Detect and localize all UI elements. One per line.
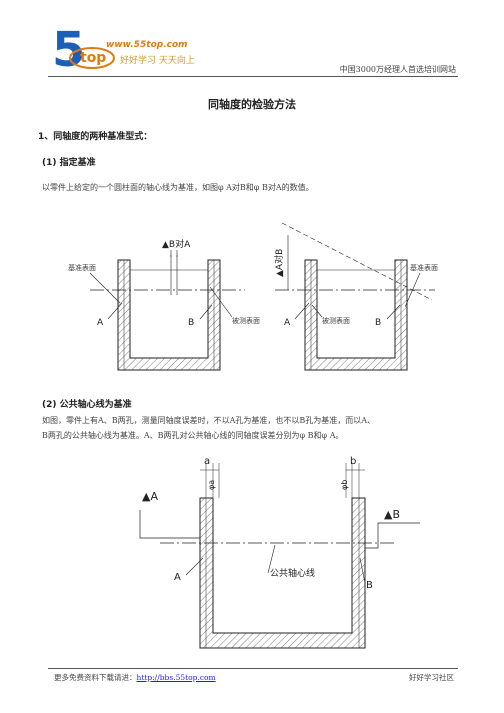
logo-slogan: 好好学习 天天向上	[120, 56, 195, 66]
label-fig2-a: A	[284, 318, 291, 328]
label-fig2-b: B	[375, 318, 381, 328]
label-measured-left: 被测表面	[232, 316, 260, 325]
sub2-heading: (2) 公共轴心线为基准	[42, 400, 132, 410]
sub2-text-line2: B两孔的公共轴心线为基准。A、B两孔对公共轴心线的同轴度误差分别为φ B和φ A…	[42, 431, 344, 440]
label-fig1-b: B	[188, 318, 194, 328]
sub2-text-line1: 如图，零件上有A、B两孔，测量同轴度误差时，不以A孔为基准，也不以B孔为基准，而…	[42, 416, 376, 425]
sub1-heading: (1) 指定基准	[42, 158, 96, 168]
footer-rule	[48, 668, 458, 669]
part-left	[117, 259, 221, 371]
label-ref-surface-left: 基准表面	[68, 263, 96, 272]
label-a-to-b: ▲A对B	[273, 249, 285, 277]
common-axis-label: 公共轴心线	[270, 567, 315, 579]
footer-right: 好好学习社区	[409, 673, 454, 682]
logo-mark-icon: 5 top	[52, 22, 115, 78]
label-measured-right: 被测表面	[322, 316, 350, 325]
sub1-text: 以零件上给定的一个圆柱面的轴心线为基准，如图φ A对B和φ B对A的数值。	[42, 183, 314, 192]
label-fig3-a: A	[174, 572, 181, 583]
header-tagline: 中国3000万经理人首选培训网站	[339, 65, 456, 74]
phi-b: φb	[340, 480, 349, 490]
figure-specified-datum: ▲B对A 基准表面 A B 被测表面 ▲A对B 基准表面 A 被测表面 B	[68, 222, 438, 371]
tri-a-label: ▲A	[142, 490, 158, 503]
tri-b-label: ▲B	[384, 508, 400, 521]
dim-b: b	[350, 456, 356, 467]
figure-common-axis: a b φa φb ▲A ▲B 公共轴心线 A B	[139, 456, 420, 649]
logo-mark-sub: top	[80, 50, 106, 66]
footer-link[interactable]: http://bbs.55top.com	[136, 673, 216, 682]
document-title: 同轴度的检验方法	[208, 98, 296, 111]
header-rule	[48, 76, 458, 77]
phi-a: φa	[207, 480, 216, 490]
dim-a: a	[204, 456, 210, 467]
label-b-to-a: ▲B对A	[162, 238, 191, 250]
footer-left: 更多免费资料下载请进：http://bbs.55top.com	[54, 672, 216, 683]
part-right	[304, 259, 408, 371]
footer-left-text: 更多免费资料下载请进：	[54, 673, 137, 682]
section1-heading: 1、同轴度的两种基准型式：	[38, 132, 153, 142]
logo-url: www.55top.com	[106, 40, 188, 50]
label-fig3-b: B	[366, 580, 373, 591]
label-fig1-a: A	[97, 318, 104, 328]
label-ref-surface-right: 基准表面	[410, 263, 438, 272]
site-logo[interactable]: 5 top www.55top.com 好好学习 天天向上	[48, 20, 238, 80]
